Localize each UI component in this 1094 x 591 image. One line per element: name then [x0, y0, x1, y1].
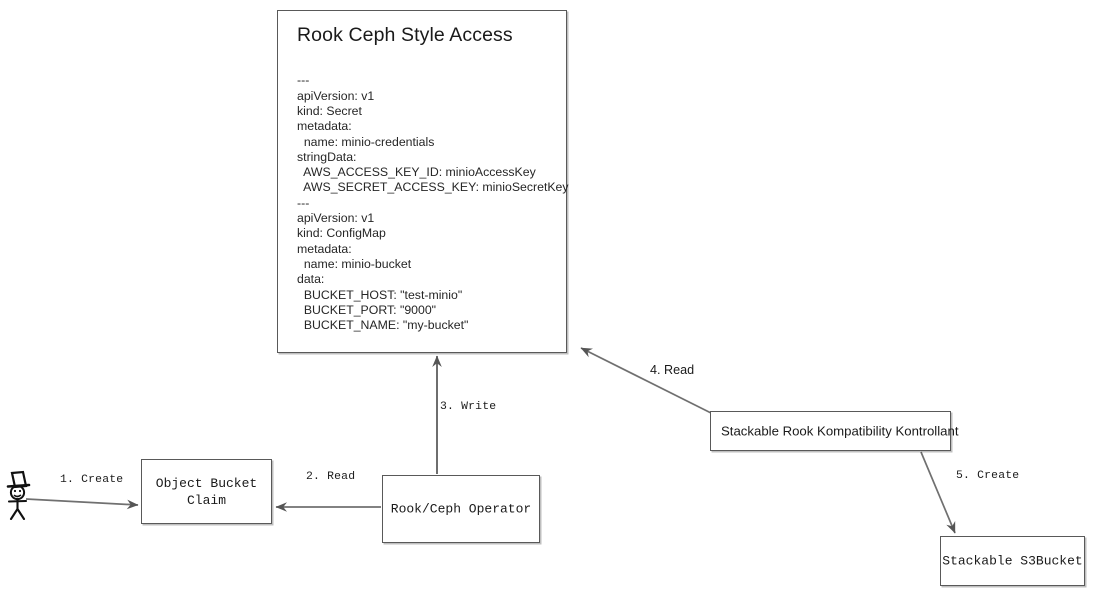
- node-kontrollant-label: Stackable Rook Kompatibility Kontrollant: [721, 423, 959, 439]
- edge-label-3-write: 3. Write: [440, 401, 497, 413]
- arms-icon: [7, 499, 28, 503]
- edge-5-create-line: [920, 451, 956, 534]
- edge-label-5-create: 5. Create: [956, 470, 1020, 482]
- node-stackable-s3bucket-label: Stackable S3Bucket: [942, 553, 1083, 569]
- rook-ceph-style-access-card: Rook Ceph Style Access --- apiVersion: v…: [277, 10, 569, 353]
- node-rook-ceph-operator-label: Rook/Ceph Operator: [390, 501, 532, 517]
- edge-1-create-line: [25, 498, 139, 510]
- card-title: Rook Ceph Style Access: [297, 24, 513, 46]
- actor-user-stick-figure: [6, 470, 31, 520]
- node-stackable-s3bucket[interactable]: Stackable S3Bucket: [940, 536, 1085, 586]
- edge-label-4-read: 4. Read: [650, 363, 695, 377]
- edge-4-read-line: [580, 347, 712, 414]
- edge-label-1-create: 1. Create: [60, 474, 124, 486]
- edge-label-2-read: 2. Read: [306, 471, 356, 483]
- node-rook-ceph-operator[interactable]: Rook/Ceph Operator: [382, 475, 540, 543]
- node-object-bucket-claim-label: Object Bucket Claim: [155, 475, 258, 508]
- yaml-manifest-text: --- apiVersion: v1 kind: Secret metadata…: [297, 73, 569, 333]
- legs-icon: [9, 507, 26, 520]
- node-object-bucket-claim[interactable]: Object Bucket Claim: [141, 459, 272, 524]
- node-stackable-rook-kompatibility-kontrollant[interactable]: Stackable Rook Kompatibility Kontrollant: [710, 411, 959, 451]
